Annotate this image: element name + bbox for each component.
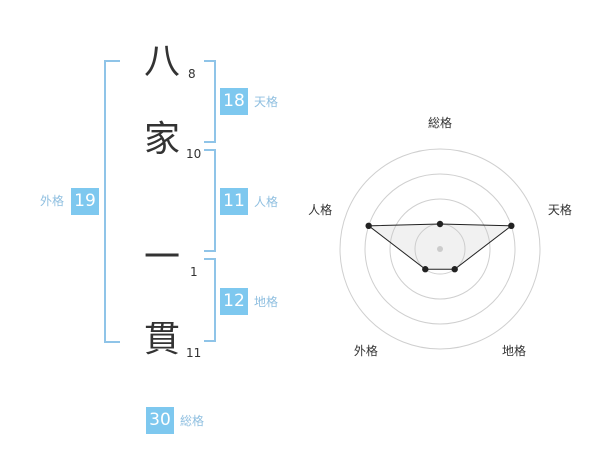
radar-axis-label-2: 天格 [548,202,572,217]
gaikaku-value: 19 [71,188,99,215]
radar-point-5 [365,222,372,230]
name-char-2: 家 [144,119,181,160]
stroke-count-4: 11 [186,346,202,360]
radar-points [365,220,515,273]
radar-axis-label-4: 外格 [354,343,378,358]
soukaku-label: 総格 [180,414,205,428]
gaikaku-label: 外格 [40,194,65,208]
radar-axis-label-5: 人格 [308,202,332,217]
radar-point-4 [422,266,429,273]
chikaku-bracket [204,258,216,342]
tenkaku-bracket [204,60,216,143]
tenkaku-value: 18 [220,88,248,115]
jinkaku-bracket [204,149,216,252]
chikaku-value: 12 [220,288,248,315]
radar-axis-label-3: 地格 [502,343,526,358]
name-char-4: 貫 [144,319,181,360]
radar-point-1 [436,220,444,228]
radar-rings [339,148,541,350]
radar-point-2 [508,222,515,230]
soukaku-value: 30 [146,407,174,434]
name-char-1: 八 [144,41,181,82]
stroke-count-1: 8 [188,67,196,81]
radar-ring [339,148,541,350]
radar-center-dot [437,246,443,252]
jinkaku-value: 11 [220,188,248,215]
radar-point-3 [451,266,458,273]
stroke-count-2: 10 [186,147,202,161]
name-char-3: 一 [144,237,181,278]
radar-ring [364,173,516,325]
radar-ring [389,198,491,300]
gaikaku-bracket [104,60,120,343]
tenkaku-label: 天格 [254,95,279,109]
jinkaku-label: 人格 [254,195,279,209]
radar-axis-label-1: 総格 [428,115,452,130]
chikaku-label: 地格 [254,295,279,309]
stroke-count-3: 1 [190,265,198,279]
